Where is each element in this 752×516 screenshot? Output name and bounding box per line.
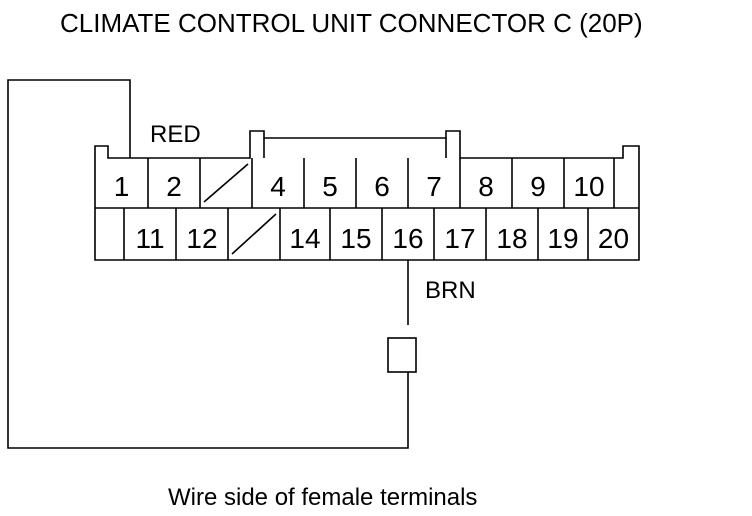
- diagram-title: CLIMATE CONTROL UNIT CONNECTOR C (20P): [60, 8, 643, 38]
- connector-latch: [263, 138, 447, 158]
- terminal-5: 5: [322, 171, 338, 202]
- brn-wire-label: BRN: [425, 277, 476, 304]
- terminal-4: 4: [270, 171, 286, 202]
- terminal-11: 11: [135, 223, 164, 254]
- terminal-20: 20: [598, 223, 629, 254]
- terminal-16: 16: [392, 223, 423, 254]
- red-wire-loop: [7, 79, 409, 449]
- red-wire-label: RED: [150, 121, 201, 148]
- terminal-15: 15: [340, 223, 371, 254]
- terminal-12: 12: [186, 223, 217, 254]
- splice-connector: [387, 337, 417, 373]
- unused-cavity-slash: [231, 213, 277, 255]
- terminal-8: 8: [478, 171, 494, 202]
- terminal-1: 1: [114, 171, 130, 202]
- terminal-19: 19: [547, 223, 578, 254]
- terminal-9: 9: [530, 171, 546, 202]
- top-row-cavities: 1 2 4 5 6 7 8 9 10: [114, 158, 615, 208]
- terminal-7: 7: [426, 171, 442, 202]
- diagram-caption: Wire side of female terminals: [168, 484, 477, 511]
- terminal-18: 18: [496, 223, 527, 254]
- terminal-6: 6: [374, 171, 390, 202]
- terminal-14: 14: [289, 223, 320, 254]
- terminal-10: 10: [573, 171, 604, 202]
- bottom-row-cavities: 11 12 14 15 16 17 18 19 20: [123, 208, 629, 260]
- unused-cavity-slash: [203, 163, 249, 203]
- terminal-2: 2: [166, 171, 182, 202]
- terminal-17: 17: [444, 223, 475, 254]
